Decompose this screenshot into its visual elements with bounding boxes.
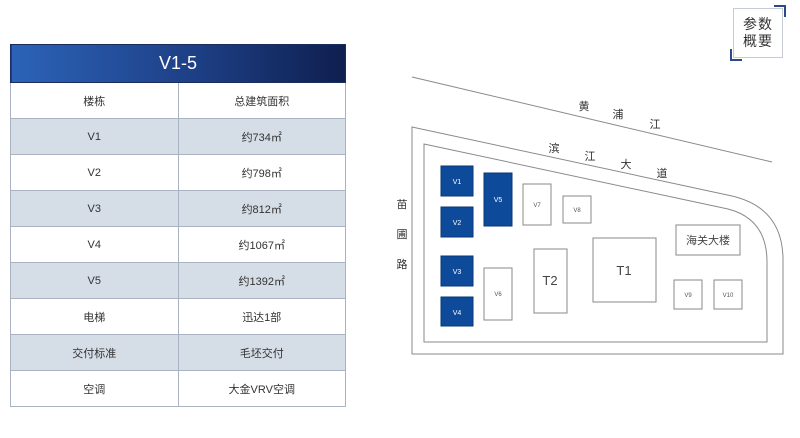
row-label: V4 (10, 226, 179, 263)
table-row: V4 约1067㎡ (10, 226, 346, 263)
huangpu-river-line (411, 76, 773, 163)
road-label-binjiang: 江 (585, 150, 596, 163)
badge-corner-decoration (730, 49, 742, 61)
building-v7[interactable]: V7 (522, 183, 552, 226)
header-building: 楼栋 (10, 82, 179, 119)
row-value: 约1067㎡ (177, 226, 346, 263)
badge-corner-decoration (774, 5, 786, 17)
row-label: V5 (10, 262, 179, 299)
building-v1[interactable]: V1 (440, 165, 474, 197)
building-v10[interactable]: V10 (713, 279, 743, 310)
table-title-row: V1-5 (10, 44, 346, 83)
building-v4-label: V4 (453, 310, 462, 317)
building-v4[interactable]: V4 (440, 296, 474, 327)
row-label: 交付标准 (10, 334, 179, 371)
row-value: 毛坯交付 (177, 334, 346, 371)
row-value: 约1392㎡ (177, 262, 346, 299)
row-value: 约812㎡ (177, 190, 346, 227)
building-v1-label: V1 (453, 179, 462, 186)
building-customs[interactable]: 海关大楼 (675, 224, 741, 256)
table-title: V1-5 (10, 44, 346, 83)
summary-badge[interactable]: 参数 概要 (730, 5, 786, 61)
table-row: 空调 大金VRV空调 (10, 370, 346, 407)
table-row: V3 约812㎡ (10, 190, 346, 227)
building-v5-label: V5 (494, 197, 503, 204)
table-row: V2 约798㎡ (10, 154, 346, 191)
road-label-miaopu: 圃 (397, 228, 408, 241)
row-value: 迅达1部 (177, 298, 346, 335)
row-value: 大金VRV空调 (177, 370, 346, 407)
building-v2[interactable]: V2 (440, 206, 474, 238)
parameter-table: V1-5 楼栋 总建筑面积 V1 约734㎡ V2 约798㎡ V3 约812㎡… (10, 44, 346, 407)
road-label-huangpu: 黄 (579, 99, 590, 113)
building-v8-label: V8 (573, 208, 581, 214)
row-label: 电梯 (10, 298, 179, 335)
road-label-huangpu: 江 (650, 118, 661, 131)
row-label: V2 (10, 154, 179, 191)
badge-line-2: 概要 (743, 33, 773, 49)
table-row: V1 约734㎡ (10, 118, 346, 155)
road-label-binjiang: 道 (657, 166, 668, 180)
row-label: 空调 (10, 370, 179, 407)
table-row: 交付标准 毛坯交付 (10, 334, 346, 371)
building-t2-label: T2 (542, 273, 557, 288)
building-v9-label: V9 (684, 293, 692, 299)
header-area: 总建筑面积 (177, 82, 346, 119)
building-t1[interactable]: T1 (592, 237, 657, 303)
building-v6-label: V6 (494, 292, 502, 298)
building-v8[interactable]: V8 (562, 195, 592, 224)
building-t2[interactable]: T2 (533, 248, 568, 314)
building-v7-label: V7 (533, 203, 541, 209)
building-v2-label: V2 (453, 220, 462, 227)
road-label-miaopu: 苗 (397, 198, 408, 211)
road-label-huangpu: 浦 (613, 108, 624, 121)
row-value: 约798㎡ (177, 154, 346, 191)
road-label-miaopu: 路 (397, 258, 408, 271)
building-t1-label: T1 (616, 263, 631, 278)
row-value: 约734㎡ (177, 118, 346, 155)
badge-line-1: 参数 (743, 16, 773, 32)
road-label-binjiang: 滨 (549, 141, 560, 155)
table-row: 电梯 迅达1部 (10, 298, 346, 335)
building-customs-label: 海关大楼 (686, 233, 730, 247)
building-v3[interactable]: V3 (440, 255, 474, 287)
building-v9[interactable]: V9 (673, 279, 703, 310)
building-v10-label: V10 (723, 293, 734, 299)
table-header-row: 楼栋 总建筑面积 (10, 82, 346, 119)
row-label: V3 (10, 190, 179, 227)
row-label: V1 (10, 118, 179, 155)
building-v5[interactable]: V5 (483, 172, 513, 227)
table-row: V5 约1392㎡ (10, 262, 346, 299)
building-v3-label: V3 (453, 269, 462, 276)
building-v6[interactable]: V6 (483, 267, 513, 321)
road-label-binjiang: 大 (621, 157, 632, 171)
